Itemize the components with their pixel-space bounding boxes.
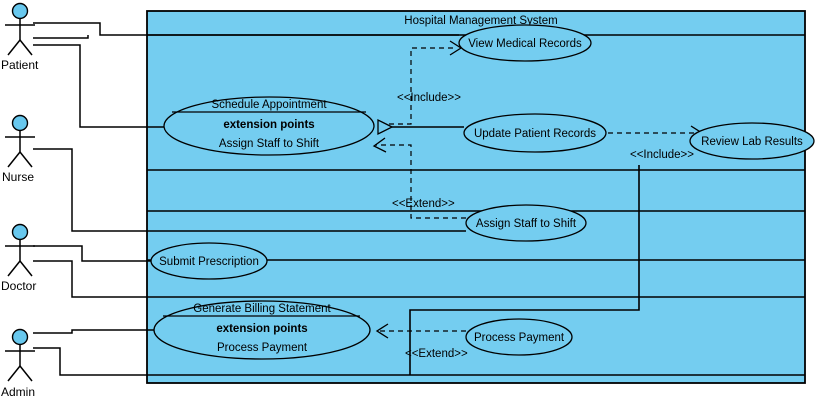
actor-leg-left-line <box>7 260 21 277</box>
use-case-name: Submit Prescription <box>159 256 259 268</box>
actor-leg-right-line <box>19 39 33 56</box>
actor-leg-right-line <box>19 260 33 277</box>
stereotype-include-2: <<Include>> <box>630 149 694 161</box>
use-case-submit-prescription[interactable]: Submit Prescription <box>150 242 268 280</box>
assoc-admin-secondary[interactable] <box>33 347 147 376</box>
actor-head-icon <box>11 328 29 346</box>
use-case-update-patient-records[interactable]: Update Patient Records <box>463 113 607 153</box>
actor-head-icon <box>11 114 29 132</box>
use-case-name: Review Lab Results <box>701 136 803 148</box>
use-case-process-payment[interactable]: Process Payment <box>465 318 573 356</box>
use-case-name: Process Payment <box>474 332 565 344</box>
stereotype-include-1: <<Include>> <box>397 92 461 104</box>
assoc-patient-secondary[interactable] <box>33 35 89 39</box>
actor-leg-left-line <box>7 151 21 168</box>
relationship-connectors <box>372 40 704 375</box>
extend-arrowhead-assign-staff <box>372 137 387 153</box>
use-case-extension-points-label: extension points <box>223 119 314 131</box>
actor-doctor[interactable]: Doctor <box>1 223 36 294</box>
include-leg-review-lab-results[interactable] <box>409 165 640 375</box>
actor-leg-left-line <box>7 39 21 56</box>
assoc-patient-view-medical-records[interactable] <box>33 22 459 36</box>
actor-head-icon <box>11 223 29 241</box>
use-case-name: Schedule Appointment <box>211 99 327 111</box>
use-case-ellipse[interactable] <box>150 242 268 280</box>
stereotype-labels: <<Include>> <<Include>> <<Extend>> <<Ext… <box>392 92 694 360</box>
actor-label: Nurse <box>2 170 34 184</box>
use-case-name: Update Patient Records <box>474 128 596 140</box>
use-case-extension-points-label: extension points <box>216 323 307 335</box>
include-connector-view-medical-records[interactable] <box>380 47 454 125</box>
actor-leg-left-line <box>7 365 21 382</box>
association-lines <box>33 22 466 376</box>
actor-label: Doctor <box>1 279 36 293</box>
actor-patient[interactable]: Patient <box>1 2 39 73</box>
assoc-nurse-assign-staff[interactable] <box>33 148 466 232</box>
use-case-ellipse[interactable] <box>465 204 587 242</box>
actor-label: Patient <box>1 58 39 72</box>
actor-label: Admin <box>1 385 35 399</box>
actor-admin[interactable]: Admin <box>1 328 35 400</box>
assoc-patient-schedule-appointment[interactable] <box>33 44 165 128</box>
use-case-name: View Medical Records <box>468 38 582 50</box>
use-case-extension-point-item: Process Payment <box>217 342 308 354</box>
use-case-ellipse[interactable] <box>465 318 573 356</box>
stereotype-extend-2: <<Extend>> <box>405 348 468 360</box>
use-case-review-lab-results[interactable]: Review Lab Results <box>689 122 815 160</box>
use-case-assign-staff-to-shift[interactable]: Assign Staff to Shift <box>465 204 587 242</box>
actor-leg-right-line <box>19 365 33 382</box>
generalization-arrowhead <box>377 118 394 136</box>
extend-arrowhead-process-payment <box>375 323 389 339</box>
use-case-generate-billing-statement[interactable]: Generate Billing Statement extension poi… <box>153 300 371 360</box>
assoc-admin-generate-billing[interactable] <box>33 329 154 334</box>
assoc-doctor-secondary[interactable] <box>33 260 147 298</box>
use-case-name: Assign Staff to Shift <box>476 218 577 230</box>
assoc-doctor-submit-prescription[interactable] <box>33 245 151 262</box>
use-case-name: Generate Billing Statement <box>193 303 331 315</box>
actor-head-icon <box>11 2 29 20</box>
system-title: Hospital Management System <box>404 15 557 27</box>
extend-connector-assign-staff[interactable] <box>375 144 466 219</box>
use-case-ellipse[interactable] <box>463 113 607 153</box>
use-case-ellipse[interactable] <box>458 24 592 62</box>
use-case-view-medical-records[interactable]: View Medical Records <box>458 24 592 62</box>
actor-nurse[interactable]: Nurse <box>2 114 35 185</box>
use-case-extension-point-item: Assign Staff to Shift <box>219 138 320 150</box>
use-case-schedule-appointment[interactable]: Schedule Appointment extension points As… <box>163 96 375 156</box>
stereotype-extend-1: <<Extend>> <box>392 198 455 210</box>
actor-leg-right-line <box>19 151 33 168</box>
use-case-ellipse[interactable] <box>689 122 815 160</box>
